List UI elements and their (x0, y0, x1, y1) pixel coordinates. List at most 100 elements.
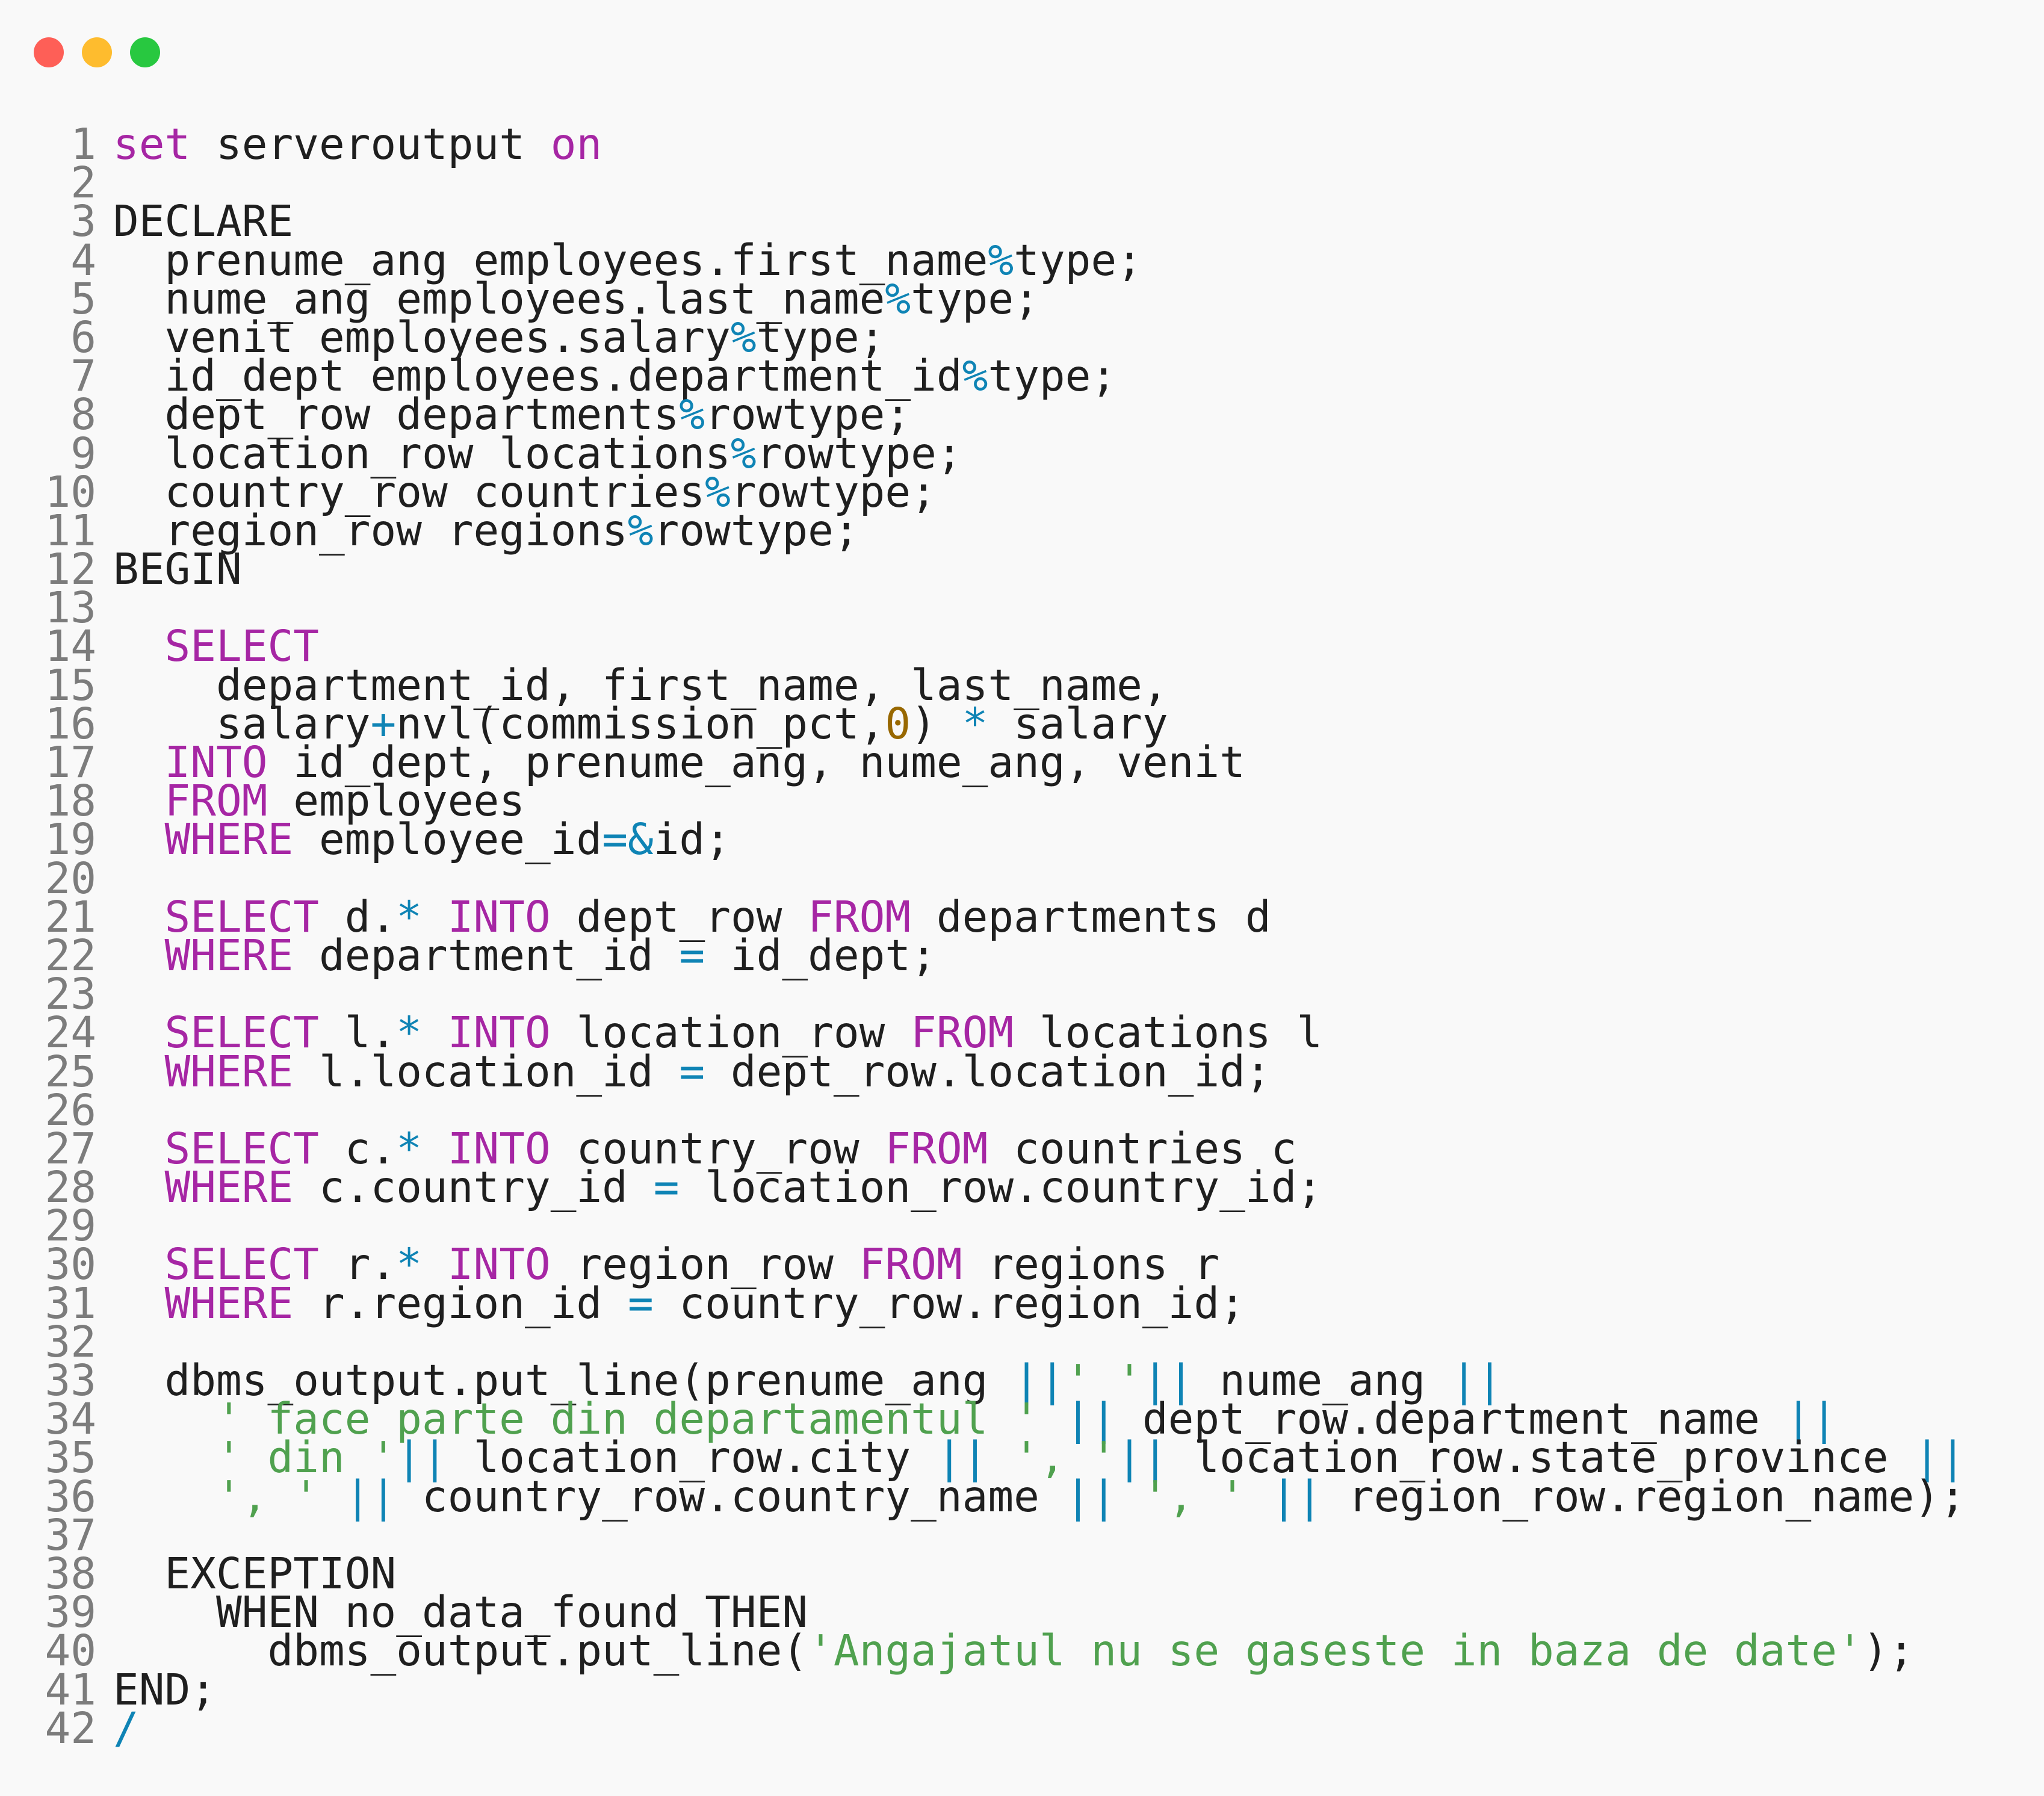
code-line: 31 WHERE r.region_id = country_row.regio… (0, 1282, 2044, 1325)
close-button[interactable] (34, 37, 64, 67)
code-line: 21 SELECT d.* INTO dept_row FROM departm… (0, 896, 2044, 938)
line-number: 37 (45, 1510, 97, 1560)
code-token: type; (911, 273, 1039, 324)
code-line: 42/ (0, 1703, 2044, 1753)
code-token: set (113, 119, 191, 169)
code-token: nume_ang (1194, 1355, 1451, 1405)
zoom-button[interactable] (130, 37, 160, 67)
code-token: r. (318, 1239, 397, 1290)
code-token: type; (1014, 235, 1142, 285)
code-token: % (679, 389, 705, 440)
code-token: d. (318, 891, 397, 942)
code-line: 2 (0, 158, 2044, 208)
code-token: country_row (550, 1123, 885, 1174)
code-token: SELECT (164, 1239, 319, 1290)
code-token: SELECT (164, 1008, 319, 1058)
line-content: SELECT l.* INTO location_row FROM locati… (113, 1011, 1323, 1054)
code-token: type; (756, 312, 885, 362)
line-number: 12 (45, 544, 97, 595)
line-content: salary+nvl(commission_pct,0) * salary (113, 702, 1168, 745)
code-line: 9 location_row locations%rowtype; (0, 432, 2044, 475)
line-number: 36 (45, 1471, 97, 1522)
code-token: % (730, 312, 757, 362)
line-content: set serveroutput on (113, 123, 602, 166)
code-token: DECLARE (113, 196, 294, 247)
line-number: 35 (45, 1432, 97, 1483)
code-token: FROM (885, 1123, 988, 1174)
line-number: 22 (45, 930, 97, 980)
code-token: region_row (550, 1239, 859, 1290)
line-content: id_dept employees.department_id%type; (113, 355, 1116, 397)
code-token: % (962, 351, 988, 401)
code-token: || (1914, 1432, 1966, 1483)
code-token: =& (602, 814, 654, 865)
line-content: dbms_output.put_line('Angajatul nu se ga… (113, 1629, 1914, 1672)
line-content: SELECT c.* INTO country_row FROM countri… (113, 1127, 1297, 1170)
line-content: country_row countries%rowtype; (113, 471, 936, 513)
line-content: WHERE r.region_id = country_row.region_i… (113, 1282, 1245, 1325)
code-token: rowtype; (730, 466, 937, 517)
code-line: 10 country_row countries%rowtype; (0, 471, 2044, 513)
code-token: salary (988, 698, 1168, 749)
code-token: nvl(commission_pct, (396, 698, 885, 749)
code-line: 6 venit employees.salary%type; (0, 316, 2044, 359)
line-content: location_row locations%rowtype; (113, 432, 962, 475)
minimize-button[interactable] (82, 37, 112, 67)
code-token: dbms_output.put_line( (113, 1626, 808, 1676)
code-token: WHERE (164, 1046, 294, 1097)
code-token: dept_row (550, 891, 808, 942)
code-token: l.location_id (293, 1046, 680, 1097)
code-token: || (1271, 1471, 1323, 1522)
code-token: FROM (808, 891, 911, 942)
line-number: 24 (45, 1008, 97, 1058)
code-token: dept_row.location_id; (705, 1046, 1271, 1097)
line-number: 42 (45, 1703, 97, 1753)
line-number: 11 (45, 505, 97, 556)
code-token: country_row.country_name (396, 1471, 1065, 1522)
code-token: c.country_id (293, 1162, 654, 1213)
code-token: department_id (293, 930, 680, 980)
line-number: 4 (70, 235, 96, 285)
line-number: 1 (70, 119, 96, 169)
code-line: 23 (0, 973, 2044, 1015)
code-token: % (885, 273, 911, 324)
code-token: WHERE (164, 930, 294, 980)
line-content: dbms_output.put_line(prenume_ang ||' '||… (113, 1359, 1502, 1402)
code-token: % (705, 466, 731, 517)
code-token: || (1065, 1394, 1117, 1445)
code-token: INTO (447, 891, 551, 942)
line-content: WHERE department_id = id_dept; (113, 934, 937, 977)
code-token: || (1116, 1432, 1168, 1483)
code-token: WHERE (164, 814, 294, 865)
code-token: SELECT (164, 1123, 319, 1174)
code-token: || (1785, 1394, 1837, 1445)
line-number: 19 (45, 814, 97, 865)
code-token: || (344, 1471, 397, 1522)
code-token: % (988, 235, 1014, 285)
code-line: 8 dept_row departments%rowtype; (0, 393, 2044, 436)
code-line: 16 salary+nvl(commission_pct,0) * salary (0, 702, 2044, 745)
code-token (113, 814, 165, 864)
code-token: FROM (911, 1008, 1014, 1058)
line-content: SELECT r.* INTO region_row FROM regions … (113, 1243, 1220, 1286)
code-token: rowtype; (756, 428, 962, 478)
line-content: venit employees.salary%type; (113, 316, 885, 359)
line-content: EXCEPTION (113, 1552, 396, 1595)
code-token (113, 1162, 165, 1212)
code-token: type; (988, 351, 1117, 401)
code-line: 4 prenume_ang employees.first_name%type; (0, 235, 2044, 285)
code-token: department_id, first_name, last_name, (113, 660, 1168, 710)
line-number: 7 (70, 351, 96, 401)
code-token: departments d (911, 891, 1271, 942)
line-content: ' face parte din departamentul ' || dept… (113, 1398, 1837, 1440)
code-token: SELECT (164, 891, 319, 942)
code-line: 14 SELECT (0, 625, 2044, 667)
code-line: 22 WHERE department_id = id_dept; (0, 930, 2044, 980)
code-token: id_dept; (705, 930, 937, 980)
line-number: 2 (70, 158, 96, 208)
line-content: WHERE employee_id=&id; (113, 818, 731, 861)
line-number: 15 (45, 660, 97, 710)
code-token: + (370, 698, 397, 749)
code-line: 27 SELECT c.* INTO country_row FROM coun… (0, 1127, 2044, 1170)
